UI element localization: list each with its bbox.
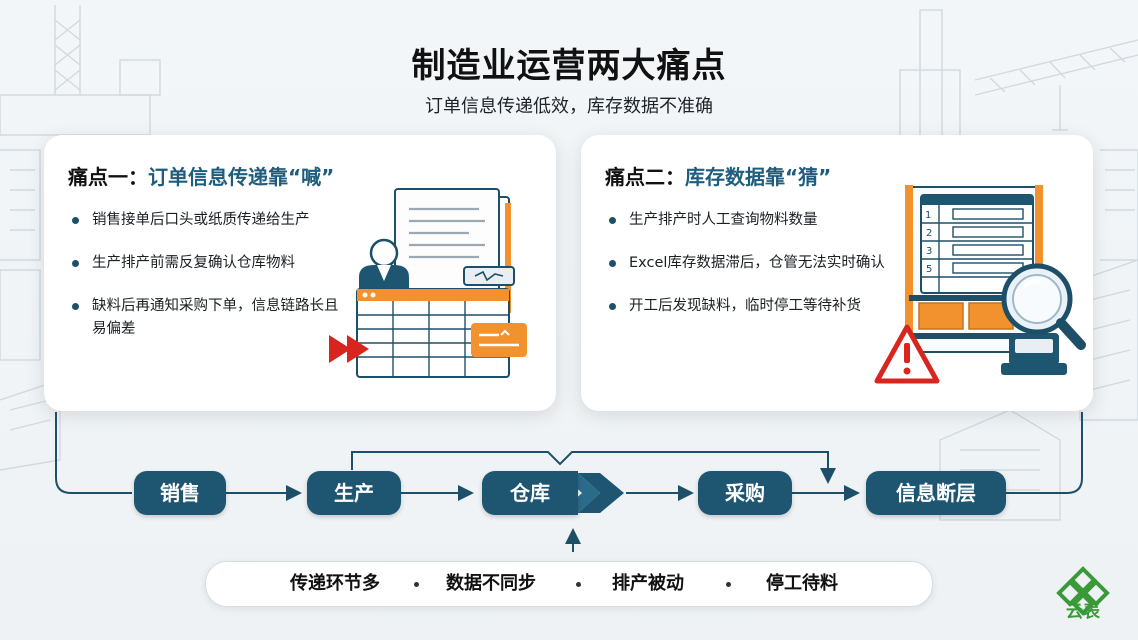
flow-node-production: 生产 — [307, 471, 401, 515]
bullet-dot — [609, 303, 616, 310]
brand-logo-icon — [1056, 566, 1110, 616]
pain-point-2-list: 生产排产时人工查询物料数量 Excel库存数据滞后，仓管无法实时确认 开工后发现… — [607, 209, 907, 338]
pain-point-1-topic: 订单信息传递靠“喊” — [148, 165, 335, 189]
bullet-dot — [609, 260, 616, 267]
shelf-label: 5 — [926, 264, 932, 275]
inventory-shelf-illustration: 1 2 3 5 — [874, 185, 1086, 384]
shelf-label: 1 — [925, 210, 931, 221]
summary-separator — [414, 582, 419, 587]
pain-point-1-list: 销售接单后口头或纸质传递给生产 生产排产前需反复确认仓库物料 缺料后再通知采购下… — [70, 209, 340, 361]
list-item: 生产排产前需反复确认仓库物料 — [70, 252, 340, 275]
list-item: 销售接单后口头或纸质传递给生产 — [70, 209, 340, 232]
pain-point-2-topic: 库存数据靠“猜” — [685, 165, 832, 189]
flow-node-sales: 销售 — [134, 471, 226, 515]
red-arrow-icon — [329, 335, 351, 363]
list-item: 缺料后再通知采购下单，信息链路长且易偏差 — [70, 295, 340, 341]
pain-point-1-prefix: 痛点一： — [68, 165, 148, 189]
summary-item: 排产被动 — [612, 573, 684, 594]
flow-node-warehouse: 仓库 — [482, 471, 578, 515]
summary-item: 传递环节多 — [290, 573, 380, 594]
bullet-dot — [72, 303, 79, 310]
page-title: 制造业运营两大痛点 — [411, 46, 727, 86]
flow-node-purchasing: 采购 — [698, 471, 792, 515]
pain-point-card-1: 痛点一：订单信息传递靠“喊” 销售接单后口头或纸质传递给生产 生产排产前需反复确… — [44, 135, 556, 411]
page-subtitle: 订单信息传递低效，库存数据不准确 — [425, 96, 713, 117]
flow-node-info-gap: 信息断层 — [866, 471, 1006, 515]
summary-separator — [576, 582, 581, 587]
order-paperwork-illustration — [329, 188, 527, 378]
shelf-label: 2 — [926, 228, 932, 239]
bullet-dot — [72, 260, 79, 267]
summary-item: 数据不同步 — [446, 573, 536, 594]
list-item-text: 生产排产时人工查询物料数量 — [629, 212, 818, 228]
bullet-dot — [72, 217, 79, 224]
pain-point-card-2: 痛点二：库存数据靠“猜” 生产排产时人工查询物料数量 Excel库存数据滞后，仓… — [581, 135, 1093, 411]
shelf-label: 3 — [926, 246, 932, 257]
summary-separator — [726, 582, 731, 587]
brand-name: 云表 — [1066, 602, 1100, 622]
summary-bar: 传递环节多 数据不同步 排产被动 停工待料 — [205, 561, 933, 607]
pain-point-2-title: 痛点二：库存数据靠“猜” — [605, 161, 831, 190]
bullet-dot — [609, 217, 616, 224]
list-item: 开工后发现缺料，临时停工等待补货 — [607, 295, 907, 318]
list-item-text: 销售接单后口头或纸质传递给生产 — [92, 212, 310, 228]
list-item-text: Excel库存数据滞后，仓管无法实时确认 — [629, 255, 885, 271]
pain-point-1-title: 痛点一：订单信息传递靠“喊” — [68, 161, 334, 190]
pain-point-2-prefix: 痛点二： — [605, 165, 685, 189]
list-item: Excel库存数据滞后，仓管无法实时确认 — [607, 252, 907, 275]
list-item-text: 缺料后再通知采购下单，信息链路长且易偏差 — [92, 298, 339, 337]
list-item: 生产排产时人工查询物料数量 — [607, 209, 907, 232]
list-item-text: 开工后发现缺料，临时停工等待补货 — [629, 298, 861, 314]
summary-item: 停工待料 — [766, 573, 838, 594]
list-item-text: 生产排产前需反复确认仓库物料 — [92, 255, 295, 271]
